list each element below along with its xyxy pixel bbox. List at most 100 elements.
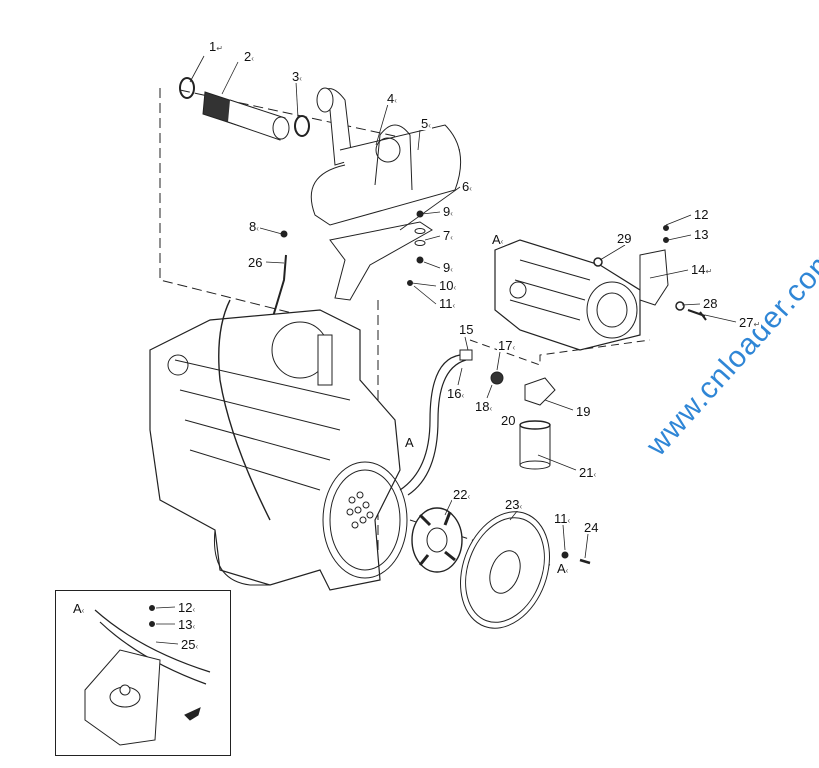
callout-number: 28 — [703, 296, 718, 311]
callout-number: 27 — [739, 315, 754, 330]
flexible-pipe-part-2 — [202, 91, 290, 141]
callout-mark: ↵ — [705, 267, 713, 276]
callout-mark: ‹ — [195, 642, 199, 651]
callout-mark: ‹ — [512, 343, 516, 352]
view-ref-a-arrow[interactable]: A — [404, 436, 415, 449]
callout-mark: ‹ — [428, 121, 431, 130]
hose-clamp-part-3 — [294, 115, 310, 137]
callout-11-lower[interactable]: 11‹ — [553, 512, 572, 525]
callout-number: 3 — [292, 69, 300, 84]
callout-number: 6 — [462, 179, 470, 194]
callout-number: 22 — [453, 487, 468, 502]
callout-2[interactable]: 2‹ — [243, 50, 255, 63]
callout-mark: ↵ — [216, 44, 223, 53]
inset-callout-25[interactable]: 25‹ — [180, 637, 200, 652]
inset-callout-13[interactable]: 13‹ — [177, 617, 197, 632]
view-ref-letter: A — [557, 561, 566, 576]
view-ref-mark: ‹ — [500, 237, 504, 246]
callout-1[interactable]: 1↵ — [208, 40, 224, 53]
callout-mark: ‹ — [450, 233, 453, 242]
callout-16[interactable]: 16‹ — [446, 386, 466, 401]
callout-13[interactable]: 13 — [693, 227, 710, 242]
callout-number: 8 — [249, 219, 257, 234]
callout-26[interactable]: 26 — [247, 256, 264, 269]
callout-number: 16 — [447, 386, 462, 401]
callout-number: 2 — [244, 49, 252, 64]
callout-number: 9 — [443, 260, 451, 275]
callout-mark: ‹ — [519, 502, 523, 511]
callout-mark: ‹ — [192, 605, 196, 614]
callout-22[interactable]: 22‹ — [452, 487, 472, 502]
callout-15[interactable]: 15 — [458, 323, 475, 336]
view-ref-a-flange[interactable]: A‹ — [556, 561, 570, 576]
callout-20[interactable]: 20 — [500, 413, 517, 428]
adapter-plate-part-23 — [460, 511, 550, 629]
callout-21[interactable]: 21‹ — [578, 465, 598, 480]
callout-number: 12 — [178, 600, 193, 615]
assembly-guide-line — [469, 339, 651, 366]
bolt-part-24 — [579, 558, 591, 565]
callout-mark: ‹ — [567, 516, 571, 525]
filter-head-part-19 — [524, 377, 556, 406]
callout-6[interactable]: 6‹ — [461, 180, 473, 193]
callout-number: 12 — [694, 207, 709, 222]
coupling-part-22 — [411, 507, 463, 573]
callout-number: 19 — [576, 404, 591, 419]
callout-14[interactable]: 14↵ — [690, 263, 714, 276]
callout-mark: ‹ — [489, 404, 493, 413]
callout-number: 7 — [443, 228, 451, 243]
callout-18[interactable]: 18‹ — [474, 400, 494, 413]
view-ref-mark: ‹ — [565, 566, 569, 575]
view-ref-letter: A — [492, 232, 501, 247]
callout-9-lower[interactable]: 9‹ — [442, 261, 454, 274]
callout-number: 29 — [617, 231, 632, 246]
callout-19[interactable]: 19 — [575, 404, 592, 419]
callout-23[interactable]: 23‹ — [504, 498, 524, 511]
callout-9-upper[interactable]: 9‹ — [442, 205, 454, 218]
callout-leader-lines — [155, 55, 737, 645]
callout-mark: ‹ — [192, 622, 196, 631]
callout-number: 13 — [694, 227, 709, 242]
callout-number: 11 — [439, 296, 453, 311]
callout-mark: ‹ — [394, 96, 397, 105]
bolt-part-27 — [687, 309, 707, 321]
inset-callout-12[interactable]: 12‹ — [177, 600, 197, 615]
callout-mark: ‹ — [299, 74, 302, 83]
inset-title-mark: ‹ — [81, 606, 85, 615]
callout-28[interactable]: 28 — [702, 296, 719, 311]
washer-part-11-lower — [561, 551, 569, 559]
hose-part-16 — [399, 354, 461, 491]
muffler-part-5 — [310, 87, 462, 226]
drain-tube-part-26 — [271, 254, 287, 321]
callout-number: 5 — [421, 116, 429, 131]
callout-number: 13 — [178, 617, 193, 632]
callout-8[interactable]: 8‹ — [248, 220, 260, 233]
callout-10[interactable]: 10‹ — [438, 279, 458, 292]
pipe-bracket-part-4 — [374, 124, 413, 191]
callout-11-upper[interactable]: 11‹ — [438, 296, 457, 311]
callout-number: 4 — [387, 91, 395, 106]
inset-detail-a-frame — [55, 590, 231, 756]
inset-title: A — [73, 601, 82, 616]
callout-27[interactable]: 27↵ — [738, 315, 762, 330]
callout-5[interactable]: 5‹ — [420, 117, 432, 130]
callout-mark: ‹ — [251, 54, 254, 63]
callout-number: 21 — [579, 465, 594, 480]
callout-number: 17 — [498, 338, 513, 353]
callout-7[interactable]: 7‹ — [442, 229, 454, 242]
callout-number: 20 — [501, 413, 516, 428]
callout-4[interactable]: 4‹ — [386, 92, 398, 105]
callout-mark: ‹ — [450, 265, 453, 274]
washer-part-28 — [675, 301, 685, 311]
callout-24[interactable]: 24 — [583, 521, 600, 534]
callout-17[interactable]: 17‹ — [497, 338, 517, 353]
callout-29[interactable]: 29 — [616, 231, 633, 246]
view-ref-a-pump[interactable]: A‹ — [491, 232, 505, 247]
callout-number: 25 — [181, 637, 196, 652]
callout-3[interactable]: 3‹ — [291, 70, 303, 83]
inset-detail-a-drawing — [84, 605, 211, 746]
callout-mark: ↵ — [753, 320, 761, 329]
callout-12[interactable]: 12 — [693, 207, 710, 222]
callout-number: 9 — [443, 204, 451, 219]
callout-mark: ‹ — [461, 391, 465, 400]
